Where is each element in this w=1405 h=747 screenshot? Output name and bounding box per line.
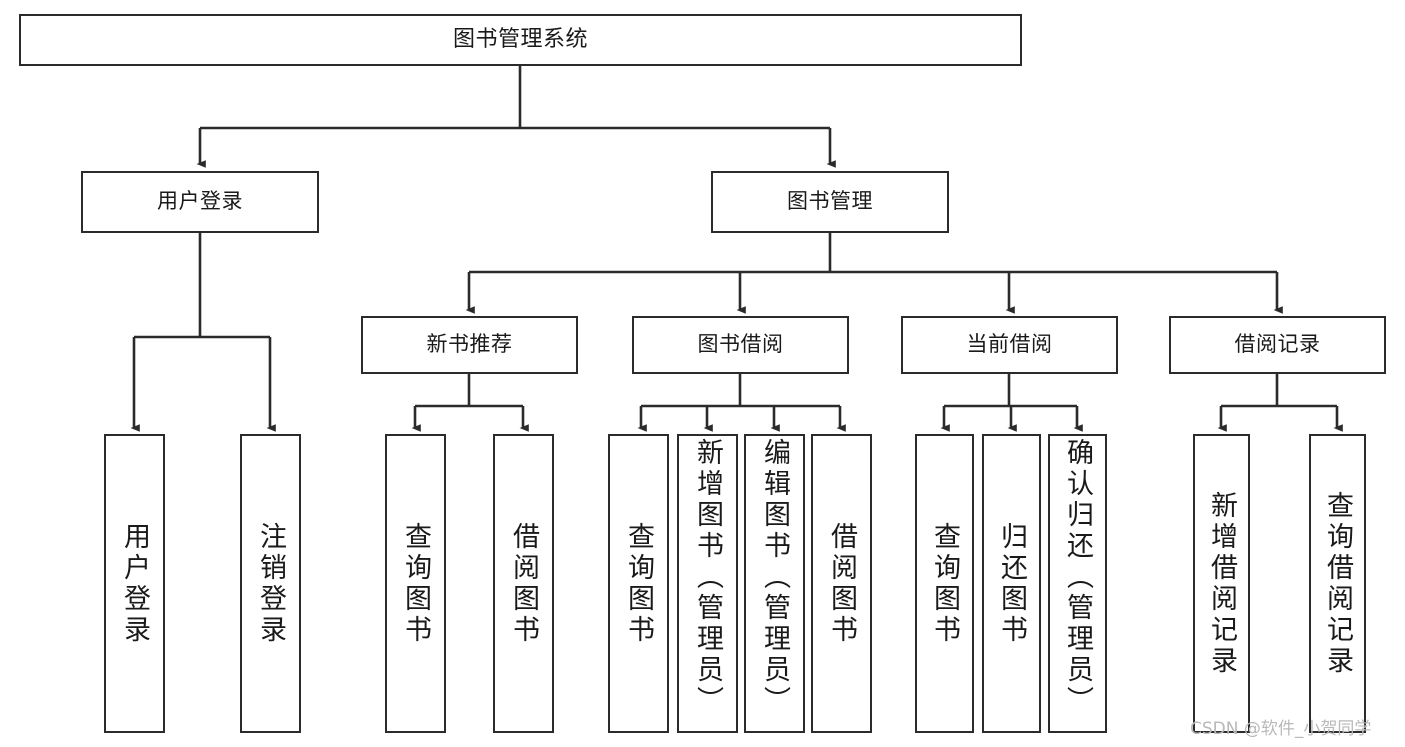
leaf-book-borrow-query[interactable]: 查询图书	[608, 434, 669, 733]
node-label: 图书借阅	[697, 332, 784, 357]
node-new-book-recommend[interactable]: 新书推荐	[361, 316, 578, 374]
node-label: 借阅图书	[508, 521, 539, 646]
node-label: 查询图书	[929, 521, 960, 646]
node-label: 查询借阅记录	[1322, 490, 1353, 677]
node-label: 新增图书（管理员）	[692, 438, 723, 717]
csdn-watermark: CSDN @软件_小贺同学	[1190, 719, 1372, 739]
leaf-user-login-login[interactable]: 用户登录	[104, 434, 165, 733]
leaf-current-borrow-confirm[interactable]: 确认归还（管理员）	[1048, 434, 1107, 733]
node-label: 新增借阅记录	[1206, 490, 1237, 677]
node-current-borrow[interactable]: 当前借阅	[901, 316, 1118, 374]
leaf-book-borrow-edit[interactable]: 编辑图书（管理员）	[744, 434, 805, 733]
node-label: 图书管理系统	[452, 26, 588, 52]
leaf-borrow-record-add[interactable]: 新增借阅记录	[1193, 434, 1250, 733]
node-book-management[interactable]: 图书管理	[711, 171, 949, 233]
node-label: 当前借阅	[966, 332, 1053, 357]
leaf-current-borrow-query[interactable]: 查询图书	[915, 434, 974, 733]
node-label: 查询图书	[400, 521, 431, 646]
leaf-new-book-borrow[interactable]: 借阅图书	[493, 434, 554, 733]
node-label: 新书推荐	[426, 332, 513, 357]
node-label: 借阅图书	[826, 521, 857, 646]
node-label: 编辑图书（管理员）	[759, 438, 790, 717]
node-label: 查询图书	[623, 521, 654, 646]
leaf-new-book-query[interactable]: 查询图书	[385, 434, 446, 733]
node-label: 注销登录	[255, 521, 286, 646]
leaf-borrow-record-query[interactable]: 查询借阅记录	[1309, 434, 1366, 733]
node-label: 确认归还（管理员）	[1062, 438, 1093, 717]
node-label: 图书管理	[787, 189, 873, 214]
leaf-book-borrow-borrow[interactable]: 借阅图书	[811, 434, 872, 733]
node-root-system[interactable]: 图书管理系统	[19, 14, 1022, 66]
node-book-borrow[interactable]: 图书借阅	[632, 316, 849, 374]
leaf-user-login-logout[interactable]: 注销登录	[240, 434, 301, 733]
node-label: 归还图书	[996, 521, 1027, 646]
leaf-book-borrow-add[interactable]: 新增图书（管理员）	[677, 434, 738, 733]
node-label: 用户登录	[119, 521, 150, 646]
node-user-login[interactable]: 用户登录	[81, 171, 319, 233]
leaf-current-borrow-return[interactable]: 归还图书	[982, 434, 1041, 733]
node-label: 用户登录	[157, 189, 243, 214]
node-borrow-record[interactable]: 借阅记录	[1169, 316, 1386, 374]
node-label: 借阅记录	[1234, 332, 1321, 357]
